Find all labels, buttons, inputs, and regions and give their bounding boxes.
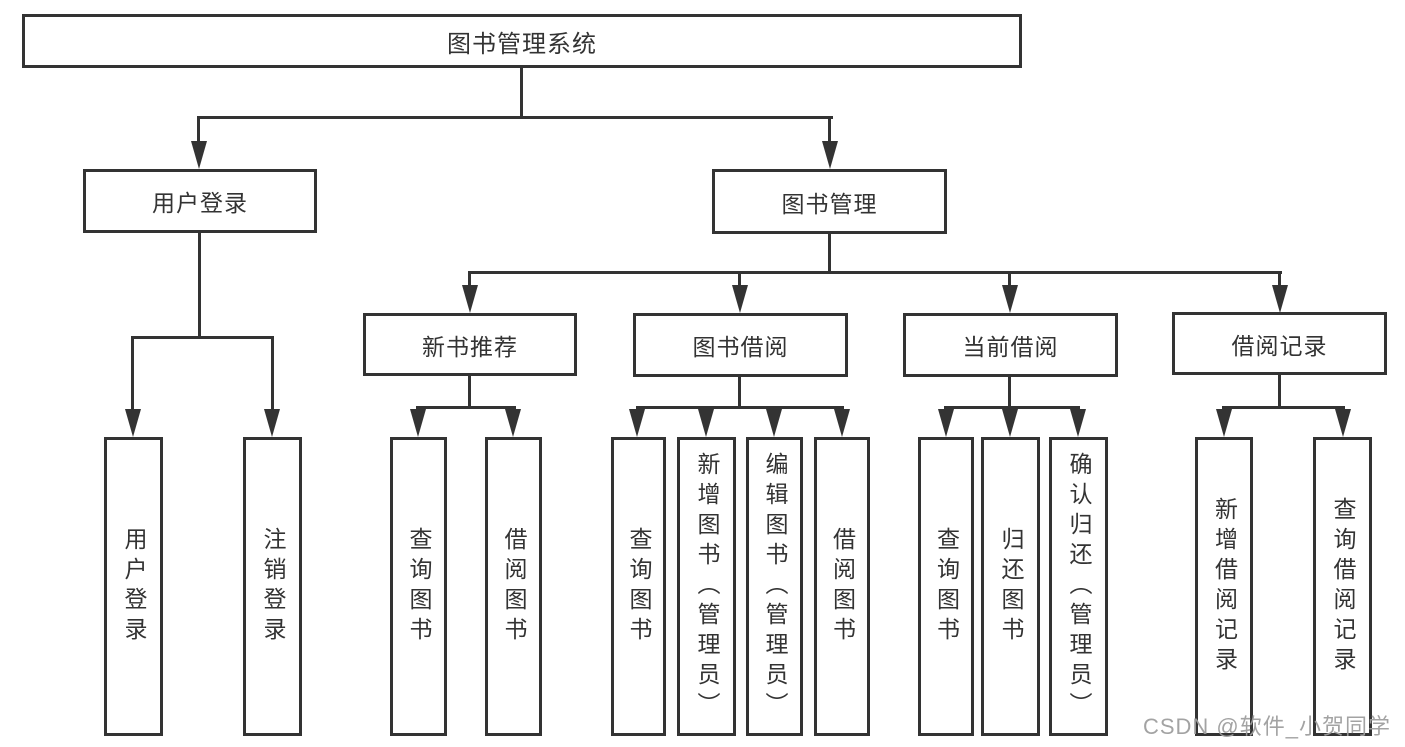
leaf-borrow-add-admin: 新增图书（管理员）	[677, 437, 736, 736]
leaf-current-confirm-admin: 确认归还（管理员）	[1049, 437, 1108, 736]
leaf-borrow-borrow-label: 借阅图书	[829, 526, 856, 647]
leaf-borrow-borrow: 借阅图书	[814, 437, 870, 736]
leaf-borrow-edit-admin: 编辑图书（管理员）	[746, 437, 803, 736]
csdn-watermark: CSDN @软件_小贺同学	[1142, 714, 1391, 739]
leaf-newbooks-query-label: 查询图书	[406, 526, 432, 647]
leaf-logout-label: 注销登录	[260, 526, 286, 647]
arrow-down-icon	[462, 285, 478, 313]
arrow-down-icon	[1335, 409, 1351, 437]
arrow-down-icon	[191, 141, 207, 169]
leaf-records-query-label: 查询借阅记录	[1330, 496, 1356, 677]
arrow-down-icon	[1216, 409, 1232, 437]
node-book-management: 图书管理	[712, 169, 947, 234]
connector-level2-horizontal	[197, 116, 833, 119]
connector-records-horizontal	[1222, 406, 1345, 409]
connector-borrow-stem	[738, 376, 741, 409]
arrow-down-icon	[125, 409, 141, 437]
node-book-borrow-label: 图书借阅	[692, 334, 789, 360]
leaf-newbooks-borrow-label: 借阅图书	[501, 526, 527, 647]
connector-level2-drop-left	[197, 117, 200, 145]
node-new-book-recommend-label: 新书推荐	[422, 333, 518, 360]
connector-level3-drop-2	[738, 272, 741, 288]
leaf-borrow-query: 查询图书	[611, 437, 666, 736]
connector-newbooks-stem	[468, 376, 471, 409]
leaf-borrow-query-label: 查询图书	[626, 526, 652, 647]
leaf-user-login-label: 用户登录	[121, 526, 147, 647]
leaf-current-query: 查询图书	[918, 437, 974, 736]
connector-mgmt-stem	[828, 234, 831, 274]
arrow-down-icon	[732, 285, 748, 313]
leaf-borrow-edit-admin-label: 编辑图书（管理员）	[762, 451, 788, 722]
connector-root-stem	[520, 68, 523, 119]
leaf-records-add: 新增借阅记录	[1195, 437, 1253, 736]
connector-level3-drop-1	[468, 272, 471, 288]
node-current-borrow: 当前借阅	[903, 313, 1118, 377]
node-borrow-records-label: 借阅记录	[1231, 332, 1328, 359]
connector-level3-horizontal	[468, 271, 1282, 274]
leaf-current-query-label: 查询图书	[933, 526, 960, 647]
leaf-newbooks-borrow: 借阅图书	[485, 437, 542, 736]
connector-level3-drop-3	[1008, 272, 1011, 288]
node-book-management-label: 图书管理	[781, 190, 878, 217]
arrow-down-icon	[822, 141, 838, 169]
leaf-records-query: 查询借阅记录	[1313, 437, 1372, 736]
arrow-down-icon	[1272, 285, 1288, 313]
connector-current-horizontal	[944, 406, 1080, 409]
connector-user-horizontal	[131, 336, 274, 339]
connector-newbooks-horizontal	[416, 406, 516, 409]
arrow-down-icon	[1002, 409, 1018, 437]
node-borrow-records: 借阅记录	[1172, 312, 1387, 375]
arrow-down-icon	[629, 409, 645, 437]
leaf-user-login: 用户登录	[104, 437, 163, 736]
node-book-borrow: 图书借阅	[633, 313, 848, 377]
leaf-current-return-label: 归还图书	[998, 526, 1024, 647]
connector-user-drop-left	[131, 337, 134, 413]
connector-level3-drop-4	[1278, 272, 1281, 288]
arrow-down-icon	[938, 409, 954, 437]
connector-records-stem	[1278, 375, 1281, 409]
node-user-login: 用户登录	[83, 169, 317, 233]
arrow-down-icon	[505, 409, 521, 437]
arrow-down-icon	[1002, 285, 1018, 313]
arrow-down-icon	[698, 409, 714, 437]
leaf-records-add-label: 新增借阅记录	[1211, 496, 1238, 677]
connector-user-drop-right	[271, 337, 274, 413]
arrow-down-icon	[766, 409, 782, 437]
leaf-newbooks-query: 查询图书	[390, 437, 447, 736]
arrow-down-icon	[834, 409, 850, 437]
node-current-borrow-label: 当前借阅	[962, 334, 1059, 360]
connector-current-stem	[1008, 376, 1011, 409]
leaf-logout: 注销登录	[243, 437, 302, 736]
connector-user-stem	[198, 233, 201, 338]
node-root-label: 图书管理系统	[447, 30, 597, 58]
leaf-current-return: 归还图书	[981, 437, 1040, 736]
node-new-book-recommend: 新书推荐	[363, 313, 577, 376]
arrow-down-icon	[264, 409, 280, 437]
connector-level2-drop-right	[828, 117, 831, 145]
arrow-down-icon	[1070, 409, 1086, 437]
connector-borrow-horizontal	[636, 406, 844, 409]
leaf-current-confirm-admin-label: 确认归还（管理员）	[1066, 451, 1092, 722]
node-user-login-label: 用户登录	[152, 190, 248, 216]
node-root-library-system: 图书管理系统	[22, 14, 1022, 68]
leaf-borrow-add-admin-label: 新增图书（管理员）	[694, 451, 720, 722]
arrow-down-icon	[410, 409, 426, 437]
